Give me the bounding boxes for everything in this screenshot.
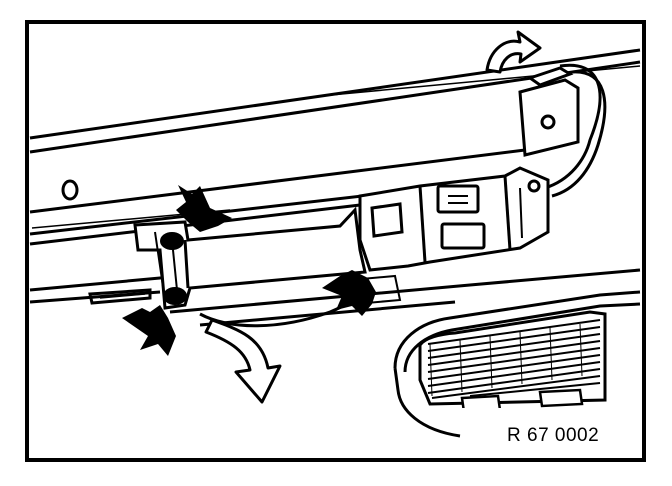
vent-grille xyxy=(427,319,601,399)
pointer-arrow-icon xyxy=(322,270,376,316)
vent-clips xyxy=(460,388,584,414)
pointer-arrow-icon xyxy=(122,305,176,356)
reference-code: R 67 0002 xyxy=(507,425,599,446)
curved-arrow-down-icon xyxy=(204,318,282,404)
mounting-bracket xyxy=(133,206,367,310)
reference-code-box xyxy=(462,408,612,448)
curved-arrow-up-right-icon xyxy=(485,30,542,74)
lower-rail xyxy=(29,266,641,327)
bracket-bolt xyxy=(160,232,184,250)
rail-end-connector xyxy=(518,63,607,198)
motor-unit xyxy=(358,166,550,272)
pointer-arrow-icon xyxy=(176,185,232,232)
bracket-bolt xyxy=(163,287,187,305)
rail-hole xyxy=(61,179,79,201)
figure-frame xyxy=(25,20,646,462)
